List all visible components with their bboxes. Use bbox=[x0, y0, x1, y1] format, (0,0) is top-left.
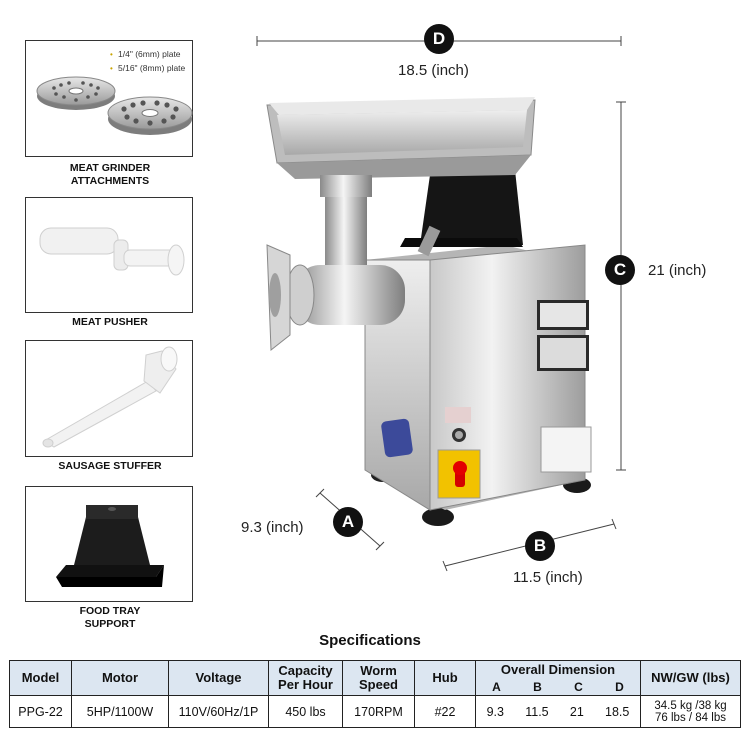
value-dim-d: 18.5 bbox=[605, 704, 630, 719]
value-worm-speed: 170RPM bbox=[342, 695, 415, 728]
header-model: Model bbox=[9, 660, 72, 696]
bullet-icon: • bbox=[110, 64, 113, 73]
sausage-stuffer-image bbox=[42, 346, 178, 448]
value-motor: 5HP/1100W bbox=[71, 695, 169, 728]
header-motor: Motor bbox=[71, 660, 169, 696]
value-dim-b: 11.5 bbox=[525, 704, 549, 719]
header-dim-a: A bbox=[492, 679, 501, 694]
dimension-b-text: 11.5 (inch) bbox=[513, 569, 583, 586]
grinder-plates-image bbox=[36, 76, 193, 135]
dimension-d-badge: D bbox=[424, 24, 454, 54]
dimension-a-text: 9.3 (inch) bbox=[241, 519, 304, 536]
value-model: PPG-22 bbox=[9, 695, 72, 728]
sausage-stuffer-panel bbox=[25, 340, 193, 457]
grinder-attachments-caption: MEAT GRINDER ATTACHMENTS bbox=[69, 162, 151, 187]
food-tray-support-image bbox=[56, 505, 164, 587]
plate-1-label: 1/4" (6mm) plate bbox=[118, 49, 181, 59]
dimension-b-badge: B bbox=[525, 531, 555, 561]
header-weight: NW/GW (lbs) bbox=[640, 660, 741, 696]
bullet-icon: • bbox=[110, 50, 113, 59]
header-capacity: Capacity Per Hour bbox=[268, 660, 343, 696]
food-tray-support-panel bbox=[25, 486, 193, 602]
grinder-attachments-panel: • 1/4" (6mm) plate • 5/16" (8mm) plate bbox=[25, 40, 193, 157]
dimension-c-badge: C bbox=[605, 255, 635, 285]
specifications-title: Specifications bbox=[319, 632, 421, 649]
value-dim-a: 9.3 bbox=[486, 704, 504, 719]
value-capacity: 450 lbs bbox=[268, 695, 343, 728]
value-weight: 34.5 kg /38 kg 76 lbs / 84 lbs bbox=[640, 695, 741, 728]
header-dim-c: C bbox=[574, 679, 583, 694]
dimension-d-text: 18.5 (inch) bbox=[398, 62, 469, 79]
header-dim-b: B bbox=[533, 679, 542, 694]
header-dim-d: D bbox=[615, 679, 624, 694]
table-row: PPG-22 5HP/1100W 110V/60Hz/1P 450 lbs 17… bbox=[9, 695, 741, 728]
meat-pusher-image bbox=[39, 227, 185, 276]
plate-2-label: 5/16" (8mm) plate bbox=[118, 63, 186, 73]
meat-pusher-panel bbox=[25, 197, 193, 313]
header-worm-speed: Worm Speed bbox=[342, 660, 415, 696]
header-voltage: Voltage bbox=[168, 660, 269, 696]
header-overall-dimension: Overall Dimension A B C D bbox=[475, 660, 641, 696]
specifications-table: Model Motor Voltage Capacity Per Hour Wo… bbox=[9, 660, 741, 728]
value-overall-dimension: 9.3 11.5 21 18.5 bbox=[475, 695, 641, 728]
value-dim-c: 21 bbox=[569, 704, 584, 719]
value-voltage: 110V/60Hz/1P bbox=[168, 695, 269, 728]
food-tray-support-caption: FOOD TRAY SUPPORT bbox=[79, 605, 141, 630]
meat-grinder-image bbox=[266, 97, 592, 526]
header-hub: Hub bbox=[414, 660, 476, 696]
value-hub: #22 bbox=[414, 695, 476, 728]
dimension-a-badge: A bbox=[333, 507, 363, 537]
meat-pusher-caption: MEAT PUSHER bbox=[72, 316, 148, 328]
table-header-row: Model Motor Voltage Capacity Per Hour Wo… bbox=[9, 660, 741, 696]
sausage-stuffer-caption: SAUSAGE STUFFER bbox=[58, 460, 162, 472]
dimension-c-text: 21 (inch) bbox=[648, 262, 707, 279]
